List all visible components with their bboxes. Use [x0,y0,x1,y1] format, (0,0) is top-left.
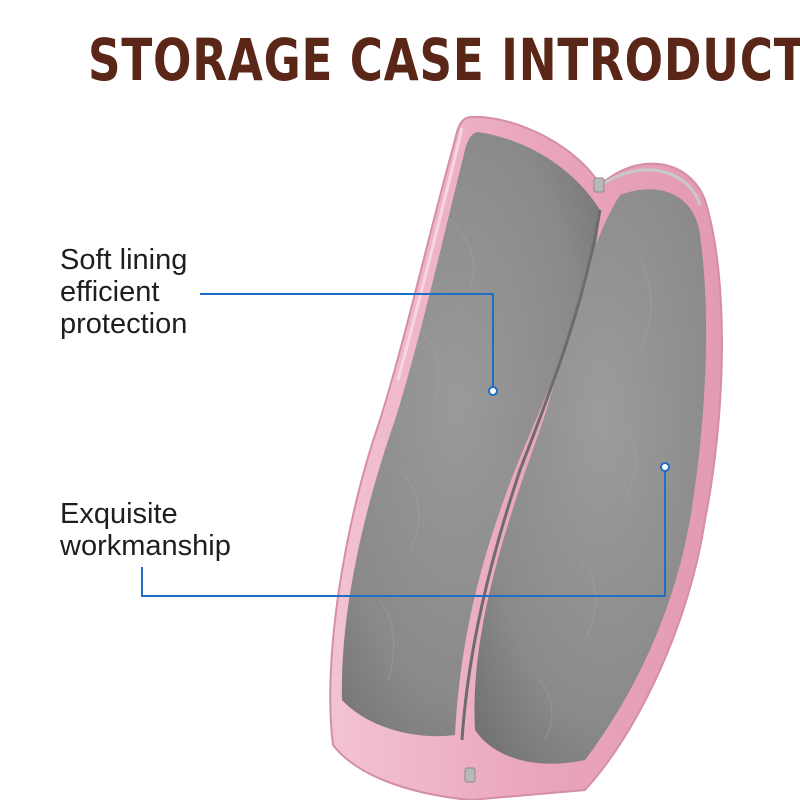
feature-label-soft-lining: Soft lining efficient protection [60,244,187,340]
lining-left [341,132,600,737]
lining-right [474,189,707,764]
callout-line-workmanship [141,470,666,597]
feature-line: efficient [60,276,160,308]
callout-dot-workmanship [660,462,670,472]
callout-dot-soft-lining [488,386,498,396]
callout-line-soft-lining [200,293,494,388]
feature-line: workmanship [60,530,231,562]
feature-line: protection [60,308,188,340]
feature-line: Soft lining [60,244,188,276]
page-title: STORAGE CASE INTRODUCTION [88,26,800,94]
feature-line: Exquisite [60,498,178,530]
feature-label-workmanship: Exquisite workmanship [60,498,231,562]
